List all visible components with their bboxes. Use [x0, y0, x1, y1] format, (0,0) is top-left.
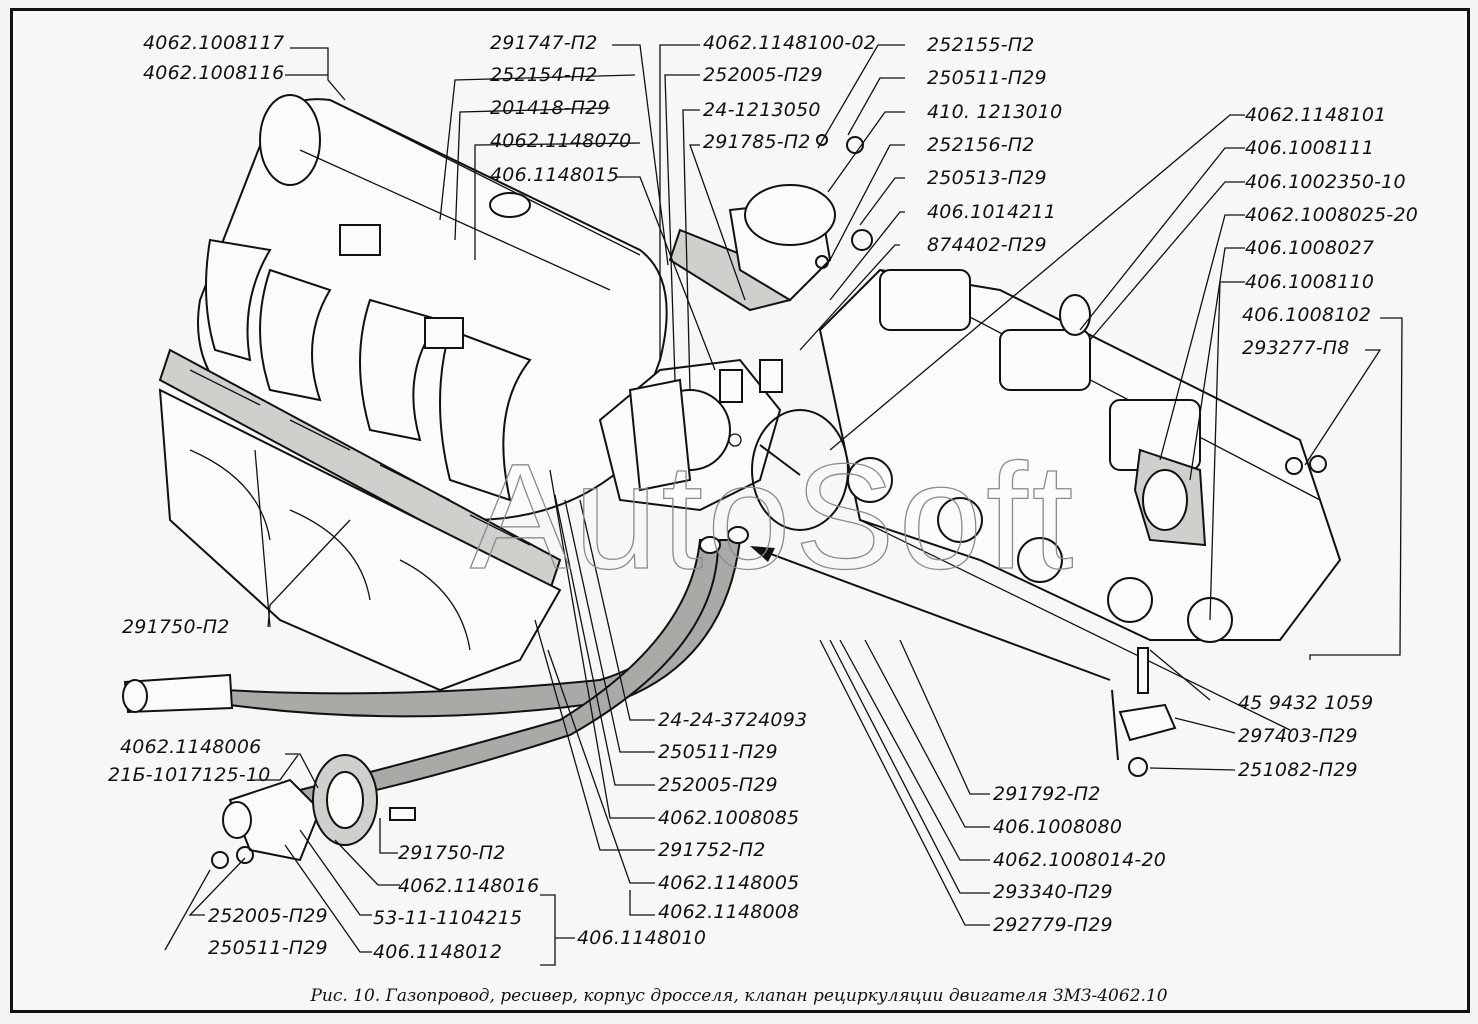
part-label: 4062.1148005: [658, 872, 800, 894]
egr-ring: [751, 409, 849, 531]
exhaust-manifold: [818, 268, 1342, 731]
part-label: 406.1008080: [993, 816, 1123, 838]
part-label: 252155-П2: [927, 34, 1035, 56]
part-label: 297403-П29: [1238, 725, 1358, 747]
part-label: 410. 1213010: [927, 101, 1063, 123]
part-label: 4062.1148006: [120, 736, 262, 758]
part-label: 252005-П29: [703, 64, 823, 86]
figure-caption: Рис. 10. Газопровод, ресивер, корпус дро…: [310, 986, 1168, 1006]
part-label: 874402-П29: [927, 234, 1047, 256]
part-label: 406.1008111: [1245, 137, 1375, 159]
part-label: 406.1008102: [1242, 304, 1372, 326]
part-label: 24-24-3724093: [658, 709, 808, 731]
part-label: 291785-П2: [703, 131, 811, 153]
part-label: 293277-П8: [1242, 337, 1350, 359]
part-label: 21Б-1017125-10: [108, 764, 271, 786]
part-label: 291792-П2: [993, 783, 1101, 805]
heater-fitting-group: [211, 754, 416, 869]
part-label: 252005-П29: [208, 905, 328, 927]
part-label: 406.1148012: [373, 941, 503, 963]
part-label: 4062.1148100-02: [703, 32, 877, 54]
part-label: 4062.1008014-20: [993, 849, 1167, 871]
part-label: 406.1002350-10: [1245, 171, 1406, 193]
part-label: 4062.1008116: [143, 62, 285, 84]
part-label: 250513-П29: [927, 167, 1047, 189]
part-label: 4062.1008117: [143, 32, 285, 54]
part-label: 4062.1008025-20: [1245, 204, 1419, 226]
part-label: 406.1014211: [927, 201, 1057, 223]
pipe-clamp-group: [1111, 647, 1177, 777]
part-label: 45 9432 1059: [1238, 692, 1374, 714]
egr-valve: [668, 134, 873, 312]
part-label: 250511-П29: [208, 937, 328, 959]
part-label: 252154-П2: [490, 64, 598, 86]
part-label: 406.1008027: [1245, 237, 1375, 259]
part-label: 251082-П29: [1238, 759, 1358, 781]
lower-manifold: [158, 388, 562, 692]
part-label: 293340-П29: [993, 881, 1113, 903]
part-label: 4062.1008085: [658, 807, 800, 829]
part-label: 4062.1148008: [658, 901, 800, 923]
part-label: 406.1148010: [577, 927, 707, 949]
part-label: 291750-П2: [122, 616, 230, 638]
part-label: 250511-П29: [927, 67, 1047, 89]
part-label: 4062.1148070: [490, 130, 632, 152]
part-label: 24-1213050: [703, 99, 821, 121]
receiver-intake-manifold: [197, 94, 668, 522]
part-label: 53-11-1104215: [373, 907, 523, 929]
leader-lines: [164, 44, 1403, 966]
part-label: 292779-П29: [993, 914, 1113, 936]
part-label: 250511-П29: [658, 741, 778, 763]
part-label: 4062.1148016: [398, 875, 540, 897]
assembly-arrow: [759, 549, 1111, 681]
part-label: 291752-П2: [658, 839, 766, 861]
part-label: 406.1008110: [1245, 271, 1375, 293]
part-label: 252156-П2: [927, 134, 1035, 156]
part-label: 406.1148015: [490, 164, 620, 186]
part-label: 4062.1148101: [1245, 104, 1387, 126]
part-label: 291747-П2: [490, 32, 598, 54]
arrow-head: [750, 546, 775, 562]
coolant-hoses: [122, 526, 749, 807]
part-label: 291750-П2: [398, 842, 506, 864]
part-label: 252005-П29: [658, 774, 778, 796]
part-label: 201418-П29: [490, 97, 610, 119]
